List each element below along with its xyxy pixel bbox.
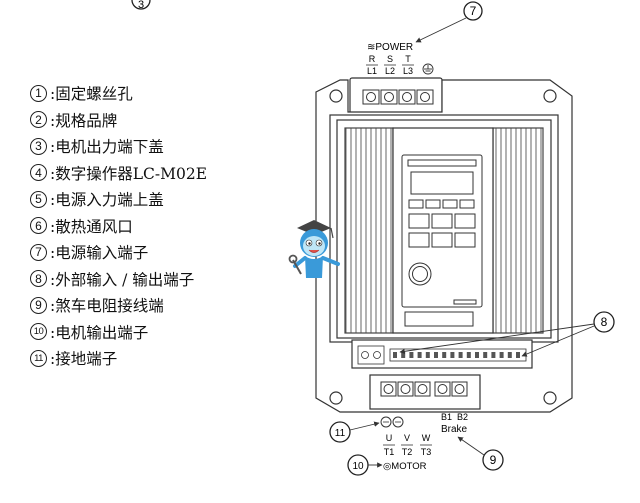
callout-7: 7 — [415, 1, 483, 43]
motor-terminal-v: V — [404, 433, 410, 443]
motor-terminal-t1: T1 — [384, 447, 395, 457]
legend-item: 7:电源输入端子 — [30, 239, 270, 266]
legend-item: 9:煞车电阻接线端 — [30, 292, 270, 319]
legend-number: 9 — [30, 296, 47, 314]
legend-number: 7 — [30, 243, 47, 261]
io-pin — [516, 352, 520, 358]
legend-label: :电机出力端下盖 — [50, 138, 164, 157]
legend-label: :电源输入端子 — [50, 244, 149, 263]
legend-label: :规格品牌 — [50, 111, 118, 130]
motor-terminal-t3: T3 — [421, 447, 432, 457]
power-terminal-r: R — [369, 54, 376, 64]
power-terminals — [362, 89, 434, 105]
io-pin — [409, 352, 414, 358]
io-pin — [458, 352, 463, 358]
legend-label: :接地端子 — [50, 350, 118, 369]
callout-3-partial: 3 — [131, 0, 151, 11]
svg-text:9: 9 — [490, 453, 497, 467]
io-pin — [401, 352, 406, 358]
legend-number: 4 — [30, 164, 47, 182]
brake-terminal-b1: B1 — [441, 412, 452, 422]
svg-text:8: 8 — [601, 315, 608, 329]
svg-text:11: 11 — [335, 428, 346, 439]
io-pin — [507, 352, 512, 358]
legend-number: 2 — [30, 111, 47, 129]
svg-text:10: 10 — [352, 461, 364, 472]
callout-11: 11 — [329, 421, 380, 443]
power-terminal-l3: L3 — [403, 66, 413, 76]
legend-label: :煞车电阻接线端 — [50, 297, 164, 316]
legend-number: 8 — [30, 270, 47, 288]
digital-operator — [401, 154, 483, 308]
legend-number: 11 — [30, 349, 47, 367]
legend-number: 6 — [30, 217, 47, 235]
power-title: ≋POWER — [367, 42, 413, 53]
ground-icon — [422, 63, 434, 75]
callout-10: 10 — [347, 454, 383, 476]
io-pin — [425, 352, 430, 358]
power-terminal-l2: L2 — [385, 66, 395, 76]
callout-3-text: 3 — [138, 0, 144, 11]
legend-item: 2:规格品牌 — [30, 107, 270, 134]
legend-number: 3 — [30, 137, 47, 155]
legend-number: 5 — [30, 190, 47, 208]
legend-number: 1 — [30, 84, 47, 102]
io-pin — [450, 352, 455, 358]
svg-text:7: 7 — [470, 4, 477, 18]
io-pin — [499, 352, 504, 358]
power-terminal-t: T — [405, 54, 411, 64]
io-pin — [393, 352, 397, 358]
motor-title: ◎MOTOR — [383, 461, 427, 472]
legend-item: 11:接地端子 — [30, 345, 270, 372]
legend-item: 8:外部输入 / 输出端子 — [30, 266, 270, 293]
motor-brake-terminals — [380, 381, 468, 428]
legend-item: 5:电源入力端上盖 — [30, 186, 270, 213]
legend-item: 4:数字操作器LC-M02E — [30, 160, 270, 187]
io-pin — [483, 352, 488, 358]
io-pin — [442, 352, 447, 358]
io-pin — [434, 352, 438, 358]
legend-label: :数字操作器LC-M02E — [50, 164, 208, 183]
io-pin — [417, 352, 422, 358]
legend-item: 3:电机出力端下盖 — [30, 133, 270, 160]
callout-8: 8 — [399, 311, 615, 357]
brake-label: Brake — [441, 424, 468, 435]
motor-terminal-t2: T2 — [402, 447, 413, 457]
legend-item: 10:电机输出端子 — [30, 319, 270, 346]
io-pin — [491, 352, 496, 358]
legend-label: :外部输入 / 输出端子 — [50, 270, 195, 289]
callout-9: 9 — [457, 436, 504, 471]
io-terminal-pins — [393, 352, 520, 358]
legend-label: :固定螺丝孔 — [50, 85, 133, 104]
brake-terminal-b2: B2 — [457, 412, 468, 422]
legend-list: 1:固定螺丝孔 2:规格品牌 3:电机出力端下盖 4:数字操作器LC-M02E … — [30, 80, 270, 372]
legend-label: :电机输出端子 — [50, 323, 149, 342]
motor-terminal-w: W — [422, 433, 431, 443]
io-pin — [475, 352, 479, 358]
legend-label: :散热通风口 — [50, 217, 133, 236]
legend-item: 6:散热通风口 — [30, 213, 270, 240]
legend-item: 1:固定螺丝孔 — [30, 80, 270, 107]
io-pin — [466, 352, 471, 358]
legend-number: 10 — [30, 323, 47, 341]
power-terminal-l1: L1 — [367, 66, 377, 76]
motor-terminal-u: U — [386, 433, 393, 443]
mascot-icon — [288, 220, 340, 278]
nameplate — [404, 311, 474, 327]
legend-label: :电源入力端上盖 — [50, 191, 164, 210]
power-terminal-s: S — [387, 54, 393, 64]
